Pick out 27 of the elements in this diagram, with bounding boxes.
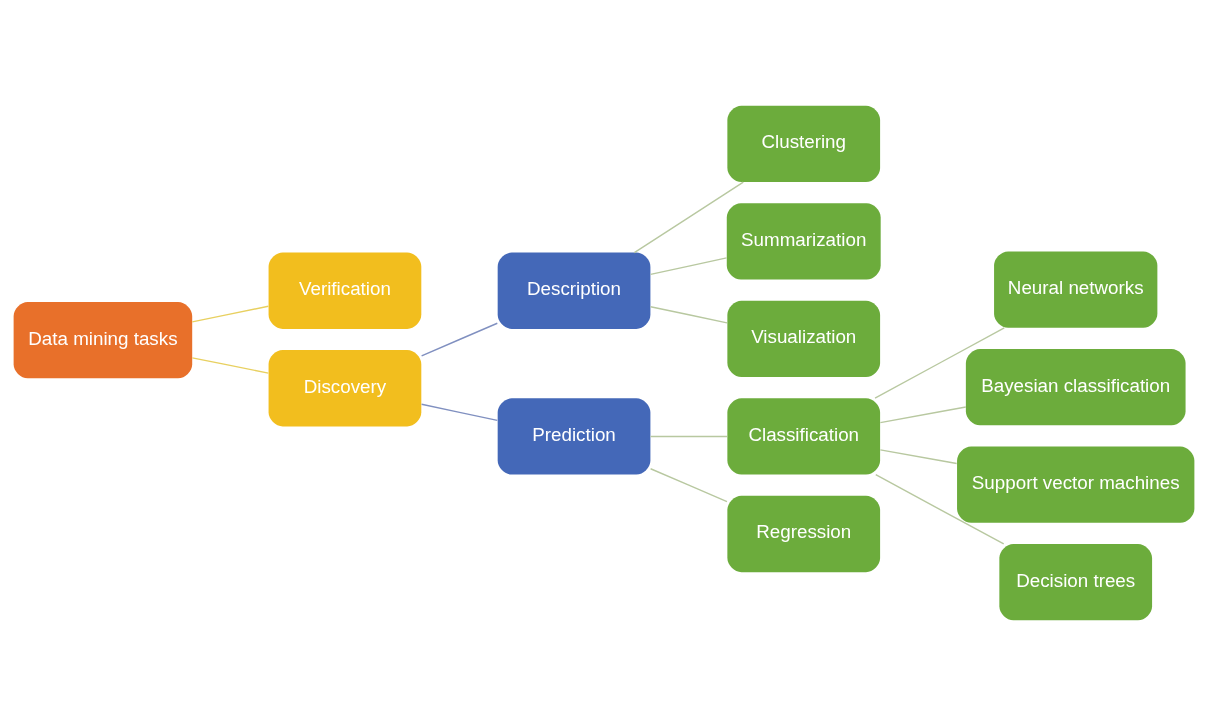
node-box: Support vector machines [957,445,1195,523]
node-box: Description [497,252,651,329]
connector [649,305,728,324]
node-box: Summarization [726,202,881,280]
node-box: Bayesian classification [965,348,1186,425]
node-box: Decision trees [999,543,1153,620]
connector [649,467,728,502]
connector [633,180,745,253]
connector [420,322,498,356]
node-box: Regression [727,495,881,572]
node-box: Visualization [727,300,881,377]
node-box: Discovery [268,349,422,426]
node-box: Clustering [727,105,881,182]
node-box: Classification [727,397,881,475]
connector [879,405,967,423]
connector [879,448,958,464]
node-box: Prediction [497,397,651,475]
connector [420,403,498,421]
connector [191,305,270,323]
connector [875,473,1005,545]
node-box: Data mining tasks [13,301,193,378]
node-box: Neural networks [994,250,1158,328]
connector [191,356,270,374]
connector [649,435,728,437]
connector [649,256,728,275]
node-box: Verification [268,252,422,329]
connector [874,326,1005,399]
